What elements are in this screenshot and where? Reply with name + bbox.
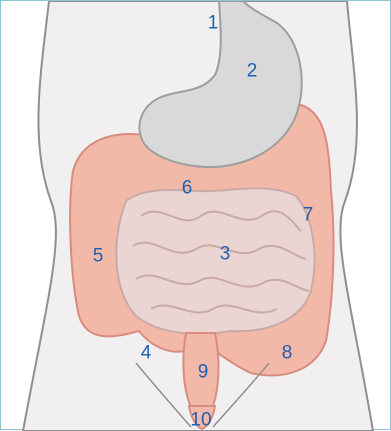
label-4: 4 bbox=[141, 344, 152, 363]
label-3: 3 bbox=[220, 245, 231, 264]
small-intestine-shape bbox=[116, 188, 314, 333]
label-9: 9 bbox=[198, 363, 209, 382]
label-7: 7 bbox=[303, 206, 314, 225]
label-5: 5 bbox=[93, 247, 104, 266]
label-10: 10 bbox=[190, 411, 211, 430]
label-1: 1 bbox=[208, 14, 219, 33]
label-2: 2 bbox=[247, 62, 258, 81]
label-6: 6 bbox=[182, 179, 193, 198]
label-8: 8 bbox=[282, 344, 293, 363]
